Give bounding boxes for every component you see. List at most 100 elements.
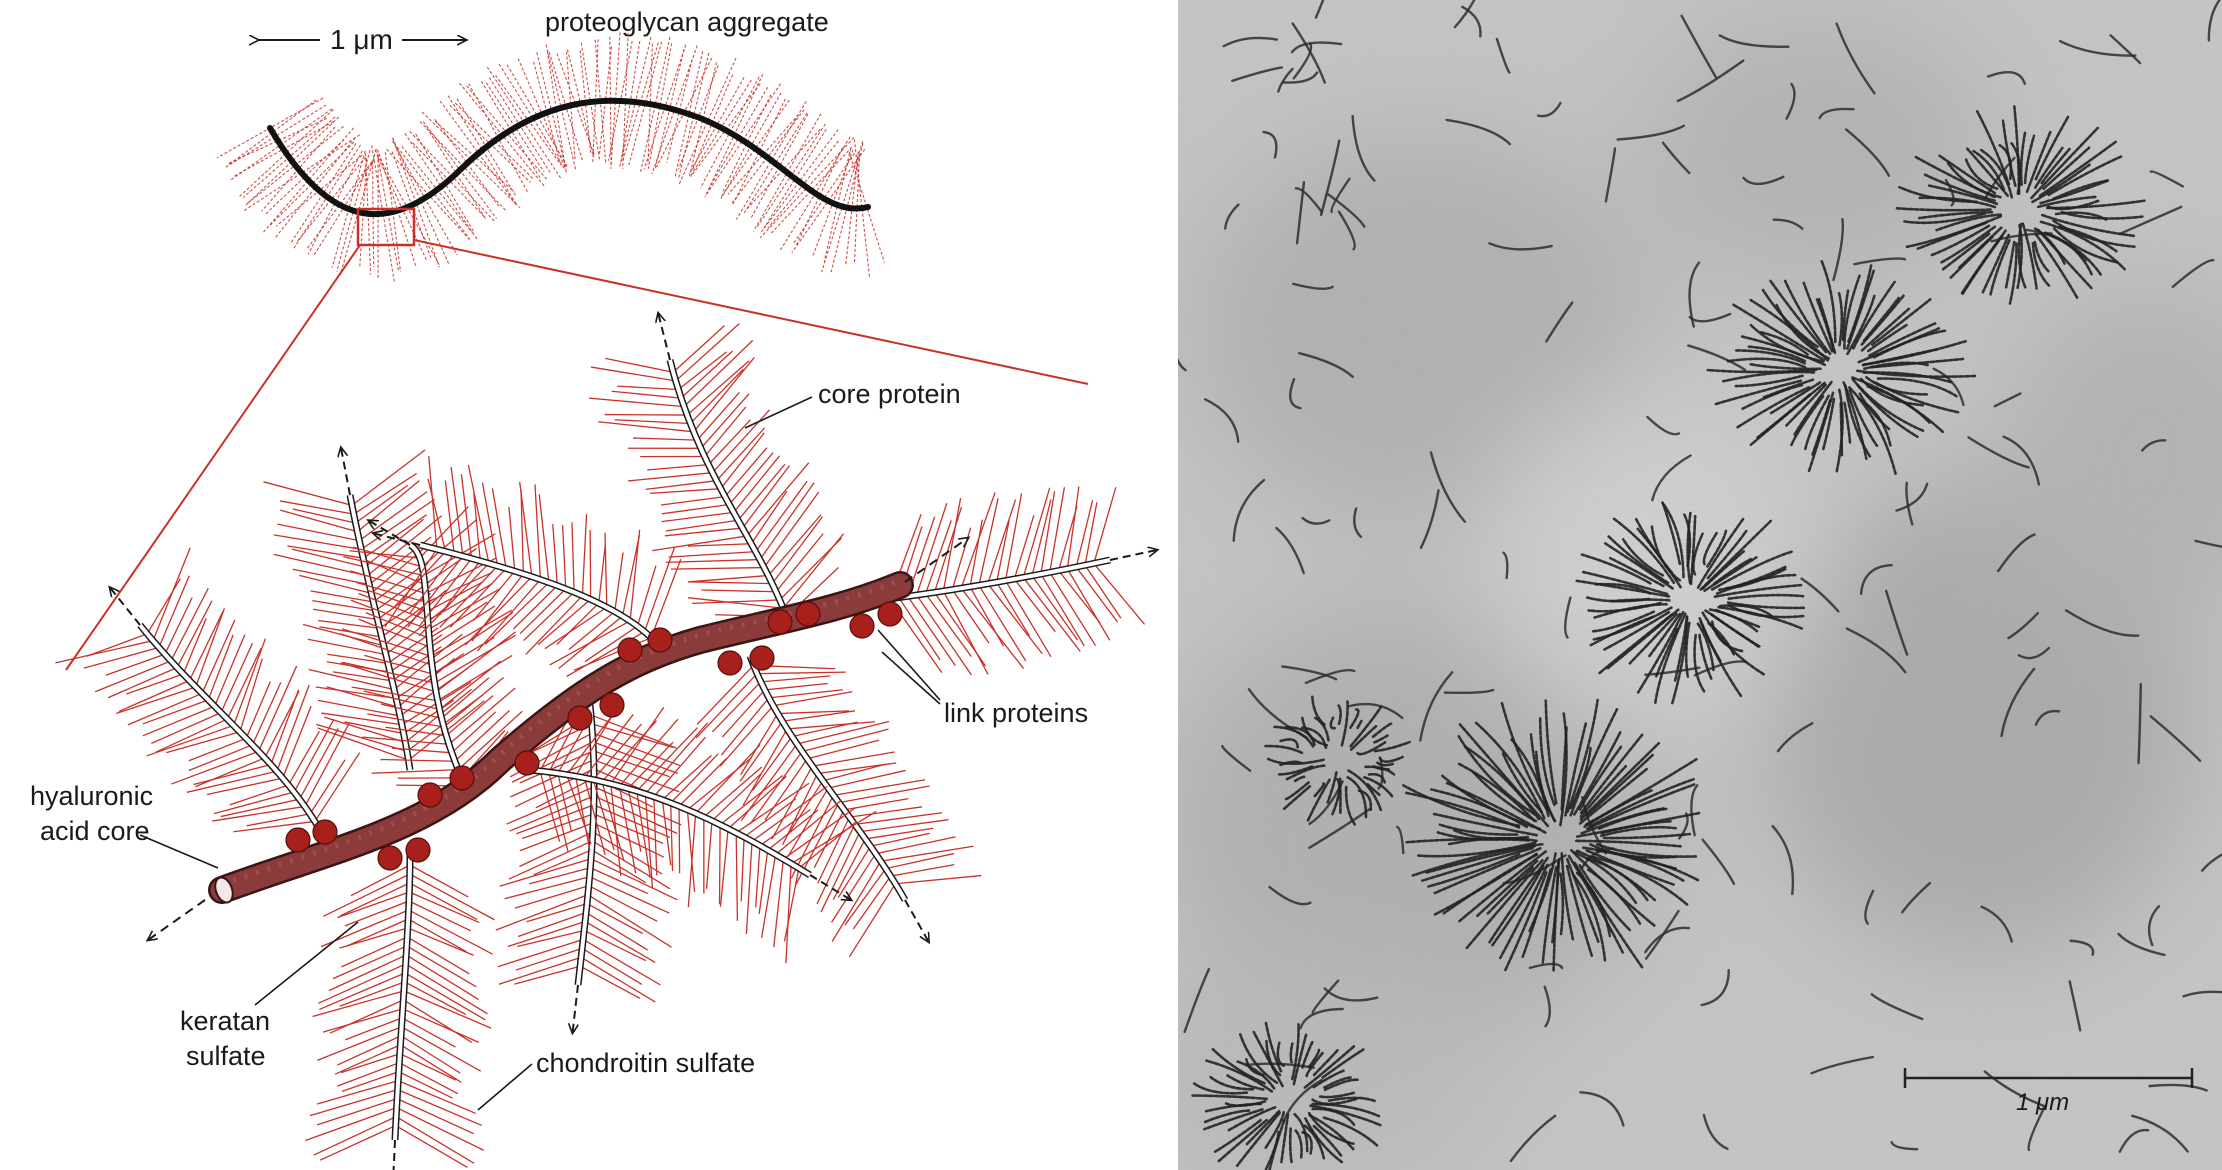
aggregate-bristle xyxy=(823,148,852,262)
label-keratan-line2: sulfate xyxy=(186,1041,266,1071)
micrograph-fibers xyxy=(1178,0,2222,1163)
core-protein-branch xyxy=(588,313,844,628)
aggregate-bristle xyxy=(609,36,612,165)
link-protein-bead xyxy=(849,613,875,639)
link-protein-bead xyxy=(599,692,625,718)
link-protein-bead xyxy=(377,845,403,871)
aggregate-bristle xyxy=(759,137,855,239)
aggregate-bristle xyxy=(228,99,317,166)
aggregate-bristle xyxy=(688,62,718,177)
aggregate-bristle xyxy=(639,36,671,174)
aggregate-bristles xyxy=(216,32,885,283)
aggregate-bristle xyxy=(306,161,373,249)
core-protein-branch xyxy=(529,699,877,964)
aggregate-bristle xyxy=(727,114,800,195)
micrograph-aggregates xyxy=(1191,105,2146,1170)
core-protein-branches xyxy=(55,313,1157,1170)
aggregate-bristle xyxy=(556,53,595,156)
aggregate-bristle xyxy=(359,158,368,268)
aggregate-bristle xyxy=(853,154,861,264)
aggregate-bristle xyxy=(392,138,440,268)
aggregate-bristle xyxy=(732,98,786,205)
aggregate-bristle xyxy=(434,118,500,208)
aggregate-bristle xyxy=(677,52,710,179)
aggregate-bristle xyxy=(674,51,704,177)
aggregate-bristle xyxy=(447,95,518,205)
aggregate-bristle xyxy=(704,83,782,198)
link-protein-bead xyxy=(285,827,311,853)
link-protein-bead xyxy=(647,627,673,653)
aggregate-bristle xyxy=(708,86,769,189)
aggregate-bristle xyxy=(745,129,821,210)
aggregate-rosette xyxy=(1706,259,1977,475)
label-link-proteins-text: link proteins xyxy=(944,698,1088,728)
label-core-protein-text: core protein xyxy=(818,379,961,409)
zoom-box xyxy=(356,207,416,247)
zoom-line-right xyxy=(413,239,1089,385)
micrograph-scale-bar: 1 μm xyxy=(1903,1068,2194,1116)
aggregate-bristle xyxy=(454,102,534,180)
aggregate-bristle xyxy=(628,41,663,166)
aggregate-bristle xyxy=(307,150,363,255)
aggregate-bristle xyxy=(426,127,487,220)
aggregate-bristle xyxy=(647,43,673,169)
link-protein-bead xyxy=(877,601,903,627)
aggregate-bristle xyxy=(792,153,855,245)
micrograph-scale-label: 1 μm xyxy=(2016,1089,2069,1116)
link-protein-bead xyxy=(417,782,443,808)
aggregate-bristle xyxy=(238,109,334,198)
link-protein-bead xyxy=(617,637,643,663)
label-chondroitin-sulfate: chondroitin sulfate xyxy=(477,1048,755,1111)
aggregate-rosette xyxy=(1264,695,1411,826)
aggregate-rosette xyxy=(1191,1021,1382,1170)
hyaluronic-acid-core xyxy=(148,538,968,940)
zoom-line-left xyxy=(65,244,361,671)
aggregate-bristle xyxy=(763,128,827,229)
link-protein-bead xyxy=(767,609,793,635)
aggregate-title: proteoglycan aggregate xyxy=(545,7,829,37)
link-protein-bead xyxy=(567,705,593,731)
link-protein-bead xyxy=(717,650,743,676)
core-protein-branch xyxy=(305,854,495,1170)
electron-micrograph: 1 μm xyxy=(1178,0,2222,1170)
label-hyaluronic-line2: acid core xyxy=(40,816,150,846)
aggregate-bristle xyxy=(545,44,577,172)
aggregate-bristle xyxy=(404,132,479,241)
aggregate-bristle xyxy=(262,127,355,234)
link-protein-beads xyxy=(285,601,903,871)
aggregate-bristle xyxy=(821,140,864,273)
aggregate-bristle xyxy=(392,137,450,265)
core-protein-branch xyxy=(55,547,361,833)
aggregate-bristle xyxy=(853,139,871,278)
aggregate-bristle xyxy=(651,45,698,174)
aggregate-bristle xyxy=(485,82,545,173)
aggregate-bristle xyxy=(848,151,885,263)
aggregate-bristle xyxy=(565,51,576,160)
diagram-panel: 1 μm proteoglycan aggregate core protein xyxy=(30,7,1157,1170)
core-protein-branch xyxy=(695,654,982,958)
aggregate-bristle xyxy=(735,100,807,220)
aggregate-bristle xyxy=(421,111,521,209)
link-protein-bead xyxy=(405,837,431,863)
aggregate-bristle xyxy=(678,57,737,185)
scale-bar-top-label: 1 μm xyxy=(330,24,393,55)
label-hyaluronic-line1: hyaluronic xyxy=(30,781,153,811)
aggregate-bristle xyxy=(371,145,395,283)
link-protein-bead xyxy=(795,601,821,627)
aggregate-bristle xyxy=(690,83,761,177)
aggregate-bristle xyxy=(598,46,613,156)
aggregate-bristle xyxy=(439,100,518,206)
aggregate-bristle xyxy=(796,147,844,245)
aggregate-bristle xyxy=(228,117,328,164)
link-protein-bead xyxy=(449,765,475,791)
aggregate-bristle xyxy=(265,138,345,215)
aggregate-rosette xyxy=(1575,501,1807,706)
aggregate-rosette xyxy=(1895,105,2146,305)
link-protein-bead xyxy=(312,819,338,845)
aggregate-bristle xyxy=(791,148,866,253)
aggregate-bristle xyxy=(610,32,621,169)
label-hyaluronic-acid-core: hyaluronic acid core xyxy=(30,781,219,869)
core-protein-branch xyxy=(340,506,523,797)
aggregate-rosette xyxy=(1402,698,1703,972)
